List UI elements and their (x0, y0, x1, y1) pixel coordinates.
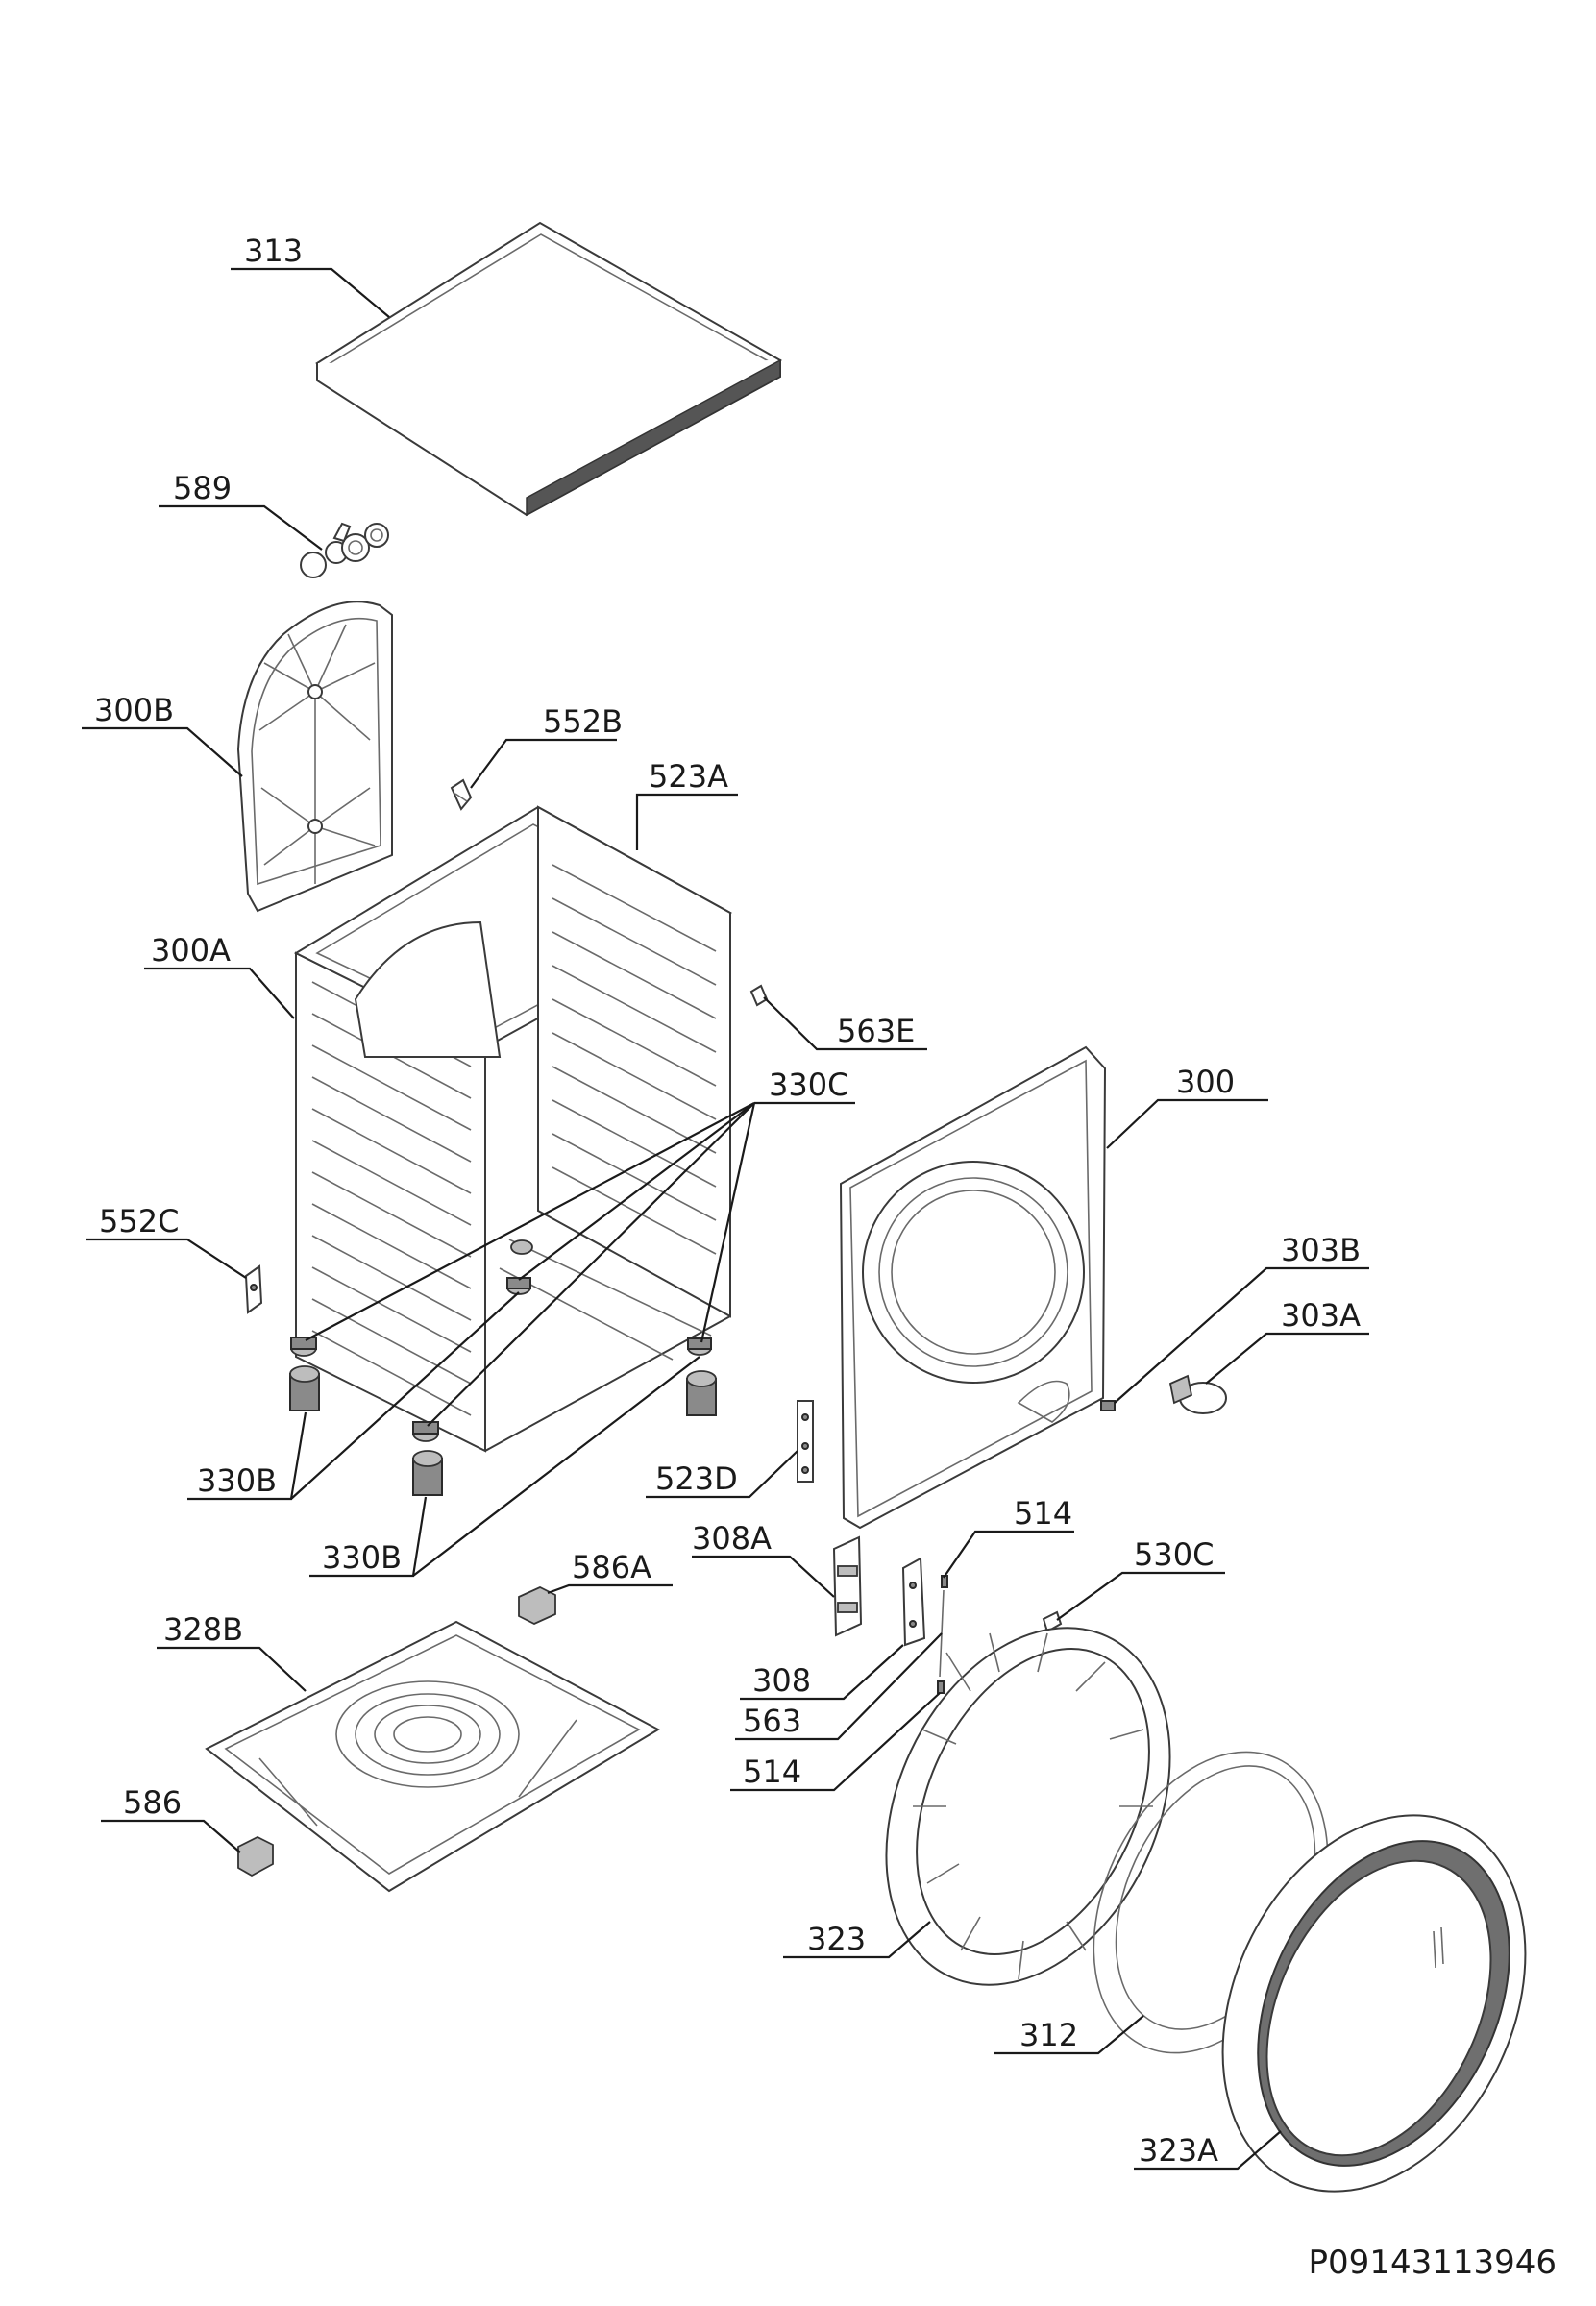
part-530C-catch (1042, 1610, 1063, 1633)
callout-523A: 523A (649, 758, 728, 795)
part-323A-door-frame (1221, 1814, 1527, 2193)
document-id: P09143113946 (1309, 2244, 1557, 2282)
part-303B-switch (1100, 1400, 1116, 1411)
callout-300: 300 (1176, 1064, 1235, 1100)
callout-514-1: 514 (1014, 1495, 1072, 1532)
part-330C-feet (290, 1239, 712, 1442)
callout-323: 323 (807, 1921, 866, 1957)
part-300-front-panel (839, 1045, 1107, 1530)
callout-312: 312 (1019, 2017, 1078, 2053)
callout-563: 563 (743, 1703, 801, 1739)
callout-323A: 323A (1139, 2132, 1218, 2169)
part-308A-hinge (832, 1535, 863, 1637)
part-523D-plate (797, 1400, 814, 1483)
part-586-catch (237, 1835, 274, 1877)
callout-308: 308 (752, 1662, 811, 1699)
callout-514-2: 514 (743, 1754, 801, 1790)
part-563E-clip (749, 984, 769, 1007)
callout-313: 313 (244, 233, 303, 269)
callout-330B-1: 330B (197, 1462, 277, 1499)
callout-589: 589 (173, 470, 232, 506)
part-313-top-cover (315, 221, 783, 517)
part-586A-catch (518, 1586, 556, 1625)
part-589-hose-clamps (300, 522, 389, 578)
callout-586A: 586A (572, 1549, 651, 1585)
callout-300A: 300A (151, 932, 231, 969)
part-552B-bracket (450, 778, 473, 811)
part-323-door-ring (885, 1627, 1171, 1986)
callout-330C: 330C (769, 1067, 848, 1103)
callout-563E: 563E (837, 1013, 915, 1049)
part-552C-bracket (244, 1264, 263, 1314)
part-300B-rear-panel (236, 601, 393, 913)
callout-303A: 303A (1281, 1297, 1361, 1334)
callout-552B: 552B (543, 703, 623, 740)
callout-328B: 328B (163, 1611, 243, 1648)
part-514-pins (937, 1575, 948, 1694)
callout-586: 586 (123, 1784, 182, 1821)
callout-308A: 308A (692, 1520, 772, 1557)
callout-303B: 303B (1281, 1232, 1361, 1268)
callout-530C: 530C (1134, 1536, 1214, 1573)
callout-523D: 523D (655, 1460, 738, 1497)
callout-552C: 552C (99, 1203, 179, 1239)
leader-lines (82, 267, 1369, 2171)
part-308-hinge-bracket (901, 1557, 926, 1647)
callout-330B-2: 330B (322, 1539, 402, 1576)
part-303A-door-lock (1168, 1374, 1227, 1414)
callout-300B: 300B (94, 692, 174, 728)
part-330B-feet (289, 1365, 717, 1496)
part-328B-base-tray (205, 1620, 661, 1893)
callout-labels: 313 589 300B 552B 523A 300A 563E 330C 30… (94, 233, 1361, 2169)
part-300A-cabinet (293, 805, 733, 1453)
